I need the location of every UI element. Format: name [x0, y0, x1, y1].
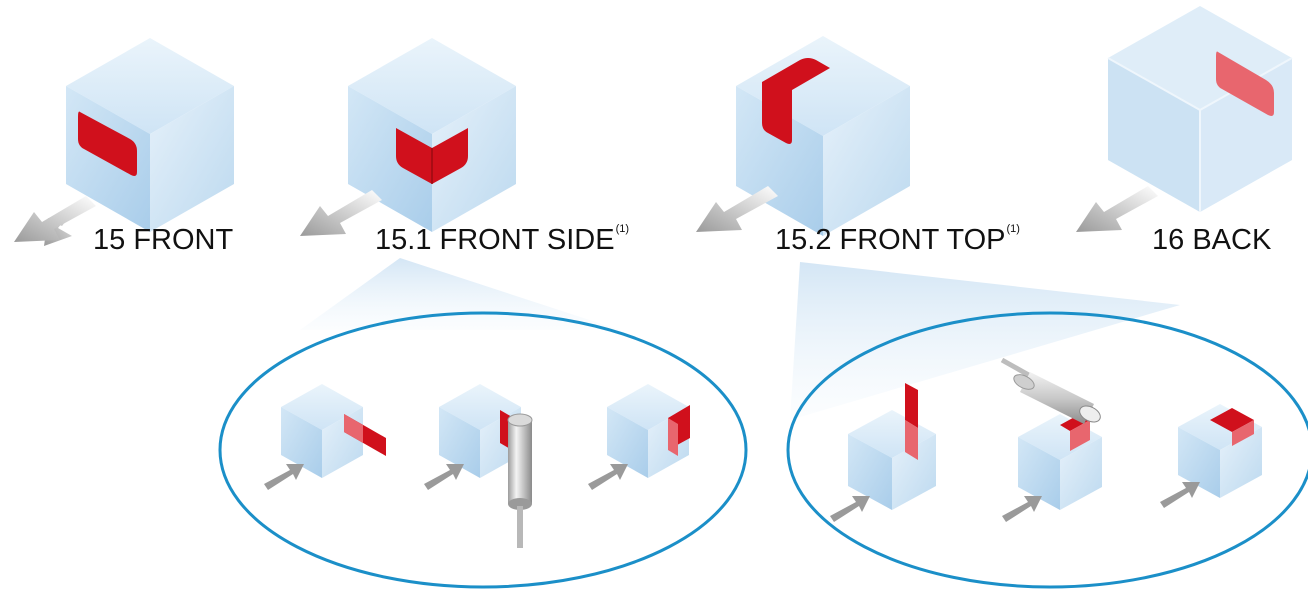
zoom-fan-left: [300, 258, 620, 330]
label-front: 15 FRONT: [93, 226, 233, 255]
sensor-cylinder-icon: [1000, 357, 1101, 424]
label-tag-icon: [905, 383, 918, 428]
direction-arrow-icon: [14, 196, 96, 242]
direction-arrow-icon: [424, 464, 464, 490]
label-tag-icon: [78, 111, 137, 176]
label-tag-icon: [762, 58, 830, 144]
label-front-top-text: 15.2 FRONT TOP: [775, 224, 1006, 256]
package-cube-icon: [607, 384, 689, 478]
direction-arrow-icon: [300, 190, 382, 236]
label-tag-icon: [1216, 51, 1274, 116]
package-cube-icon: [1018, 414, 1102, 510]
direction-arrow-icon: [830, 496, 870, 522]
label-front-text: 15 FRONT: [93, 224, 234, 256]
direction-arrow-icon: [1002, 496, 1042, 522]
detail-ellipse-front-side: [218, 311, 748, 589]
detail-ellipse-front-top: [786, 311, 1308, 589]
label-front-side-text: 15.1 FRONT SIDE: [375, 224, 615, 256]
label-back-text: 16 BACK: [1152, 224, 1272, 256]
package-cube-icon: [848, 410, 936, 510]
direction-arrow-icon: [264, 464, 304, 490]
label-front-side: 15.1 FRONT SIDE(1): [375, 223, 630, 256]
direction-arrow-icon: [1076, 186, 1158, 232]
sensor-cylinder-icon: [507, 413, 533, 548]
label-front-top: 15.2 FRONT TOP(1): [775, 223, 1020, 256]
footnote-marker: (1): [1006, 223, 1020, 235]
label-back: 16 BACK: [1152, 226, 1271, 255]
zoom-fan-right: [790, 262, 1180, 420]
direction-arrow-icon: [1160, 482, 1200, 508]
direction-arrow-icon: [696, 186, 778, 232]
footnote-marker: (1): [615, 223, 630, 235]
direction-arrow-icon: [588, 464, 628, 490]
